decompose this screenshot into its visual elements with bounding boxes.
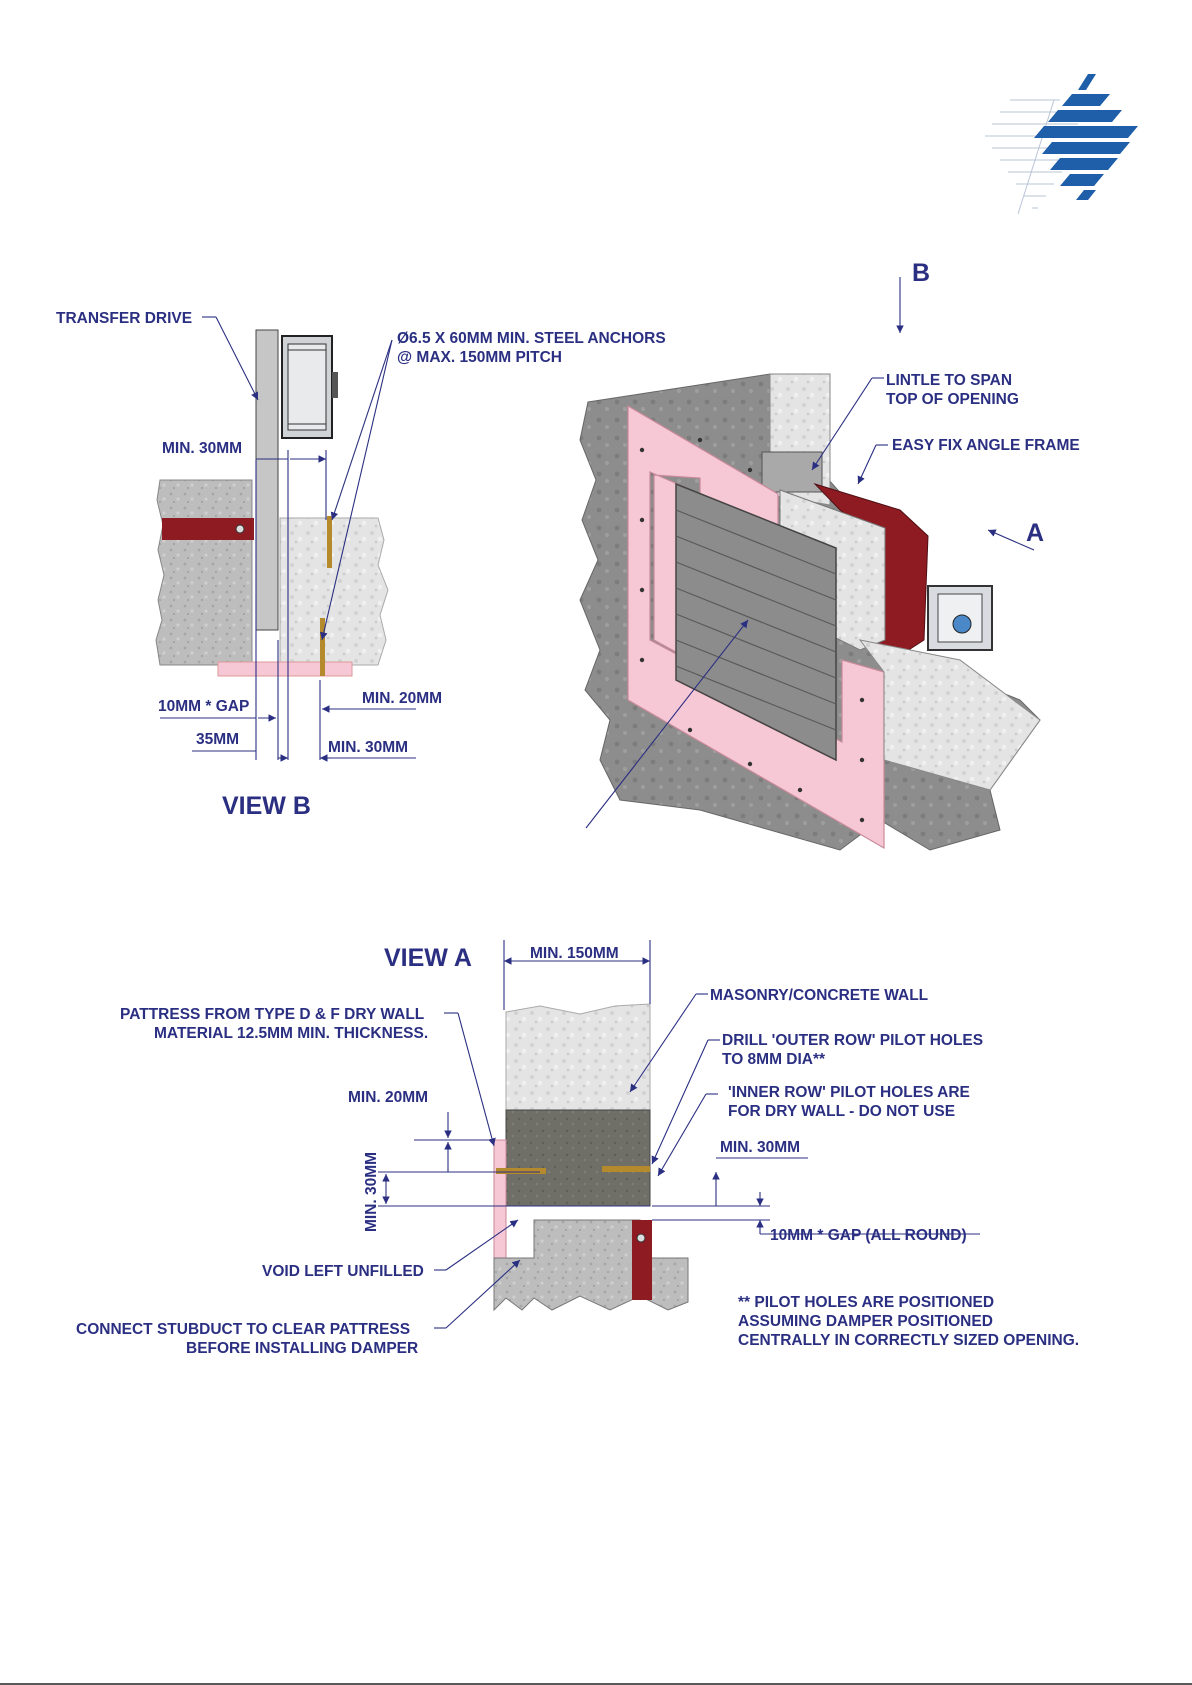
- view-a-title: VIEW A: [384, 944, 472, 972]
- view-a-wall-lower: [493, 1219, 689, 1312]
- view-b-pattress: [217, 661, 353, 677]
- view-a-anchor-left: [496, 1168, 546, 1174]
- view-b-damper-casing: [255, 329, 279, 631]
- view-a-connect-label-1: CONNECT STUBDUCT TO CLEAR PATTRESS: [76, 1321, 410, 1338]
- view-a-drill-label-2: TO 8MM DIA**: [722, 1051, 826, 1068]
- view-b-anchors-label-2: @ MAX. 150MM PITCH: [397, 349, 562, 366]
- iso-angle-frame-label: EASY FIX ANGLE FRAME: [892, 437, 1080, 454]
- view-a-anchor-right: [602, 1166, 650, 1172]
- iso-damper-blades: [675, 482, 837, 762]
- view-b-min30-top-label: MIN. 30MM: [162, 440, 242, 457]
- view-b-drawing: TRANSFER DRIVE Ø6.5 X 60MM MIN. STEEL AN…: [56, 310, 666, 820]
- view-a-min30-vertical-label: MIN. 30MM: [363, 1152, 380, 1232]
- view-a-gap-label: 10MM * GAP (ALL ROUND): [770, 1227, 967, 1244]
- view-a-pattress-label-1: PATTRESS FROM TYPE D & F DRY WALL: [120, 1006, 424, 1023]
- view-a-void-label: VOID LEFT UNFILLED: [262, 1263, 424, 1280]
- iso-lintle-label-2: TOP OF OPENING: [886, 391, 1019, 408]
- iso-drawing: B A LINTLE TO SPAN TOP OF OPENING EASY F…: [579, 259, 1080, 851]
- view-a-wall-upper: [505, 1003, 651, 1111]
- view-a-min20-label: MIN. 20MM: [348, 1089, 428, 1106]
- view-a-drill-label-1: DRILL 'OUTER ROW' PILOT HOLES: [722, 1032, 983, 1049]
- view-b-min30-bottom-label: MIN. 30MM: [328, 739, 408, 756]
- view-a-drawing: VIEW A MIN. 150MM PATTRESS FROM TYPE D &…: [76, 940, 1079, 1357]
- view-a-concrete-band: [505, 1109, 651, 1207]
- iso-lintle-label-1: LINTLE TO SPAN: [886, 372, 1012, 389]
- view-a-note-line-2: ASSUMING DAMPER POSITIONED: [738, 1313, 993, 1330]
- iso-arrow-b-label: B: [912, 259, 930, 287]
- view-a-note-line-1: ** PILOT HOLES ARE POSITIONED: [738, 1294, 994, 1311]
- view-b-transfer-drive-label: TRANSFER DRIVE: [56, 310, 192, 327]
- iso-floor-slab: [858, 639, 1041, 791]
- view-b-wall-right: [279, 517, 389, 666]
- view-b-anchor-top: [327, 516, 332, 568]
- view-a-note-line-3: CENTRALLY IN CORRECTLY SIZED OPENING.: [738, 1332, 1079, 1349]
- view-b-anchor-bottom: [320, 618, 325, 676]
- view-b-angle-frame: [162, 518, 254, 540]
- view-b-wall-left: [155, 479, 253, 666]
- view-a-pattress: [493, 1139, 507, 1259]
- view-b-gap-label: 10MM * GAP: [158, 698, 249, 715]
- view-a-inner-label-1: 'INNER ROW' PILOT HOLES ARE: [728, 1084, 970, 1101]
- view-a-angle-frame: [632, 1220, 652, 1300]
- view-a-inner-label-2: FOR DRY WALL - DO NOT USE: [728, 1103, 955, 1120]
- view-a-pattress-label-2: MATERIAL 12.5MM MIN. THICKNESS.: [154, 1025, 428, 1042]
- company-logo-icon: [985, 74, 1138, 215]
- view-b-35mm-label: 35MM: [196, 731, 239, 748]
- view-a-masonry-label: MASONRY/CONCRETE WALL: [710, 987, 928, 1004]
- view-a-min30-right-label: MIN. 30MM: [720, 1139, 800, 1156]
- view-a-connect-label-2: BEFORE INSTALLING DAMPER: [186, 1340, 418, 1357]
- view-a-min150-label: MIN. 150MM: [530, 945, 619, 962]
- view-b-min20-label: MIN. 20MM: [362, 690, 442, 707]
- view-b-anchors-label-1: Ø6.5 X 60MM MIN. STEEL ANCHORS: [397, 330, 666, 347]
- iso-arrow-a-label: A: [1026, 519, 1044, 547]
- view-b-title: VIEW B: [222, 792, 311, 820]
